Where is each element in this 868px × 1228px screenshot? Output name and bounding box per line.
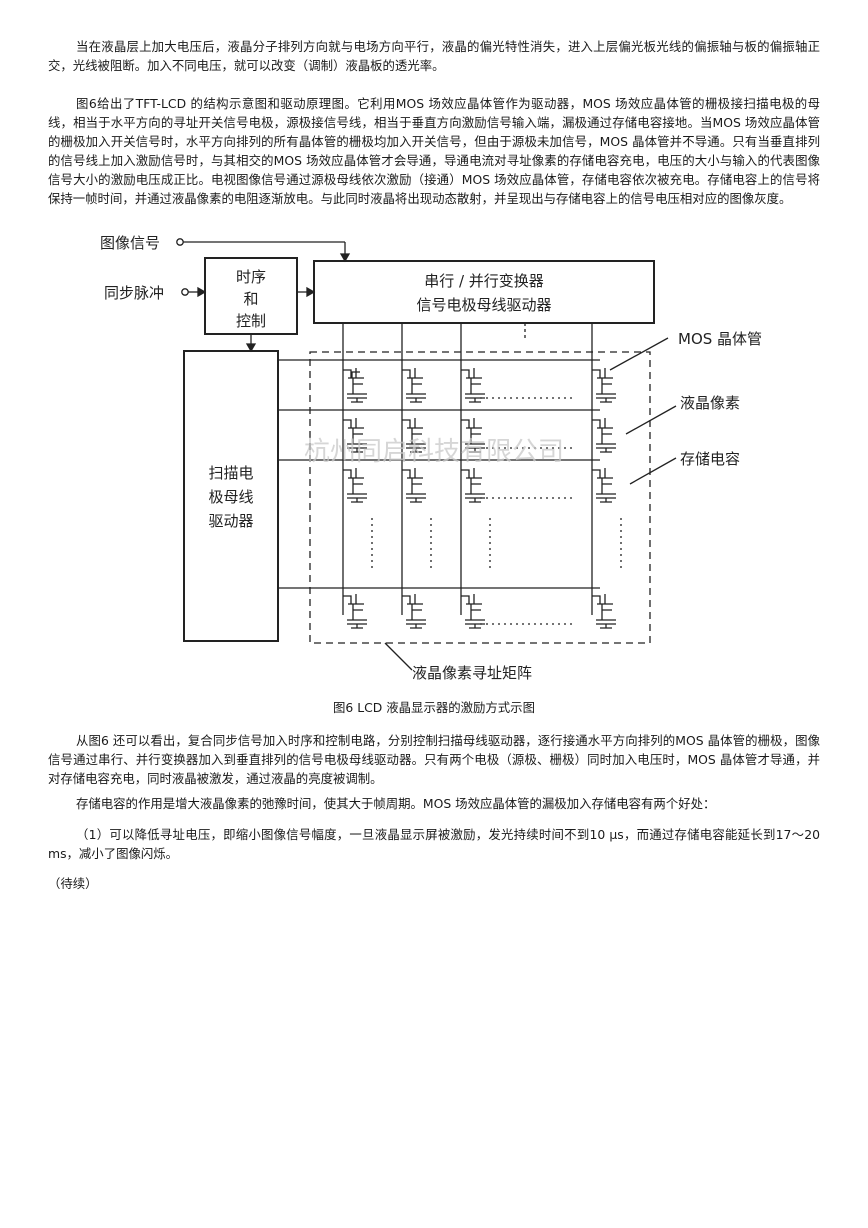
timing-label-2: 和 <box>243 290 258 308</box>
data-driver-label-2: 信号电极母线驱动器 <box>416 296 551 314</box>
timing-label-3: 控制 <box>236 312 266 330</box>
figure-caption: 图6 LCD 液晶显示器的激励方式示图 <box>333 700 535 715</box>
scan-driver-label-1: 扫描电 <box>208 464 253 482</box>
to-be-continued: （待续） <box>48 876 98 891</box>
input-sync-label: 同步脉冲 <box>104 284 164 302</box>
figure-lcd-drive: 图像信号 同步脉冲 时序 和 控制 串行 / 并行变换器 信号电极母线驱动器 扫… <box>0 220 868 690</box>
paragraph-4: 存储电容的作用是增大液晶像素的弛豫时间，使其大于帧周期。MOS 场效应晶体管的漏… <box>76 796 716 811</box>
mos-transistor-label: MOS 晶体管 <box>678 330 762 348</box>
paragraph-2: 图6给出了TFT-LCD 的结构示意图和驱动原理图。它利用MOS 场效应晶体管作… <box>48 96 820 206</box>
paragraph-1: 当在液晶层上加大电压后，液晶分子排列方向就与电场方向平行，液晶的偏光特性消失，进… <box>48 39 820 73</box>
paragraph-5: （1）可以降低寻址电压，即缩小图像信号幅度，一旦液晶显示屏被激励，发光持续时间不… <box>48 827 820 861</box>
data-driver-label-1: 串行 / 并行变换器 <box>424 272 544 290</box>
lc-pixel-label: 液晶像素 <box>680 394 740 412</box>
lcd-drive-diagram: 图像信号 同步脉冲 时序 和 控制 串行 / 并行变换器 信号电极母线驱动器 扫… <box>100 234 762 682</box>
matrix-label: 液晶像素寻址矩阵 <box>412 664 532 682</box>
scan-driver-label-2: 极母线 <box>208 488 253 506</box>
input-image-label: 图像信号 <box>100 234 160 252</box>
paragraph-3: 从图6 还可以看出，复合同步信号加入时序和控制电路，分别控制扫描母线驱动器，逐行… <box>48 733 820 786</box>
pixel-cells <box>343 368 616 629</box>
storage-capacitor-label: 存储电容 <box>680 450 740 468</box>
timing-label-1: 时序 <box>236 268 266 286</box>
watermark: 杭州同启科技有限公司 <box>304 437 564 467</box>
scan-driver-label-3: 驱动器 <box>208 512 253 530</box>
